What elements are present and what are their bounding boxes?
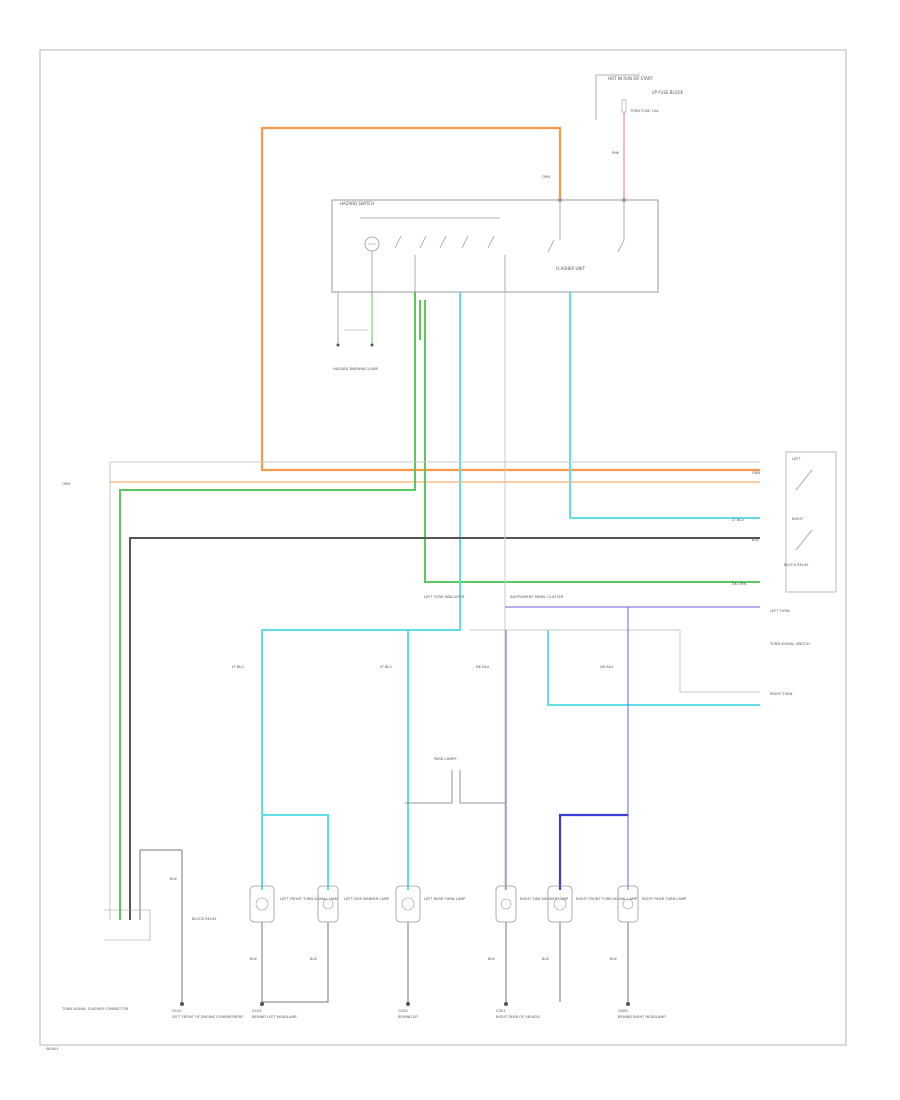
bulb-icon bbox=[553, 897, 567, 911]
blk-label-5: BLK bbox=[542, 957, 549, 961]
cyan-wires bbox=[261, 292, 760, 890]
instrument-cluster: LEFT TURN INDICATOR INSTRUMENT PANEL CLU… bbox=[424, 595, 810, 696]
ground-points bbox=[180, 1002, 630, 1006]
orange-wire-label: ORN bbox=[542, 175, 550, 179]
ground-2-desc: BEHIND LEFT HEADLAMP bbox=[252, 1015, 298, 1019]
bulb-icon bbox=[622, 898, 634, 910]
turn-signal-switch-label: TURN SIGNAL SWITCH bbox=[769, 642, 810, 646]
diagram-frame bbox=[39, 49, 847, 1046]
green-wire-label: DK GRN bbox=[732, 582, 747, 586]
dark-wire bbox=[129, 537, 760, 920]
blk-label-4: BLK bbox=[488, 957, 495, 961]
fuse-name-label: TURN FUSE 10A bbox=[629, 109, 659, 113]
cluster-top-label: INSTRUMENT PANEL CLUSTER bbox=[510, 595, 564, 599]
fuse-icon bbox=[621, 99, 627, 113]
orange-side-label: ORN bbox=[752, 471, 760, 475]
fuse-block: HOT IN RUN OR START I/P FUSE BLOCK TURN … bbox=[595, 74, 684, 200]
lamp-left-side: LEFT SIDE MARKER LAMP bbox=[317, 885, 390, 923]
footer-code: W0001 bbox=[46, 1047, 59, 1051]
fuse-block-label: I/P FUSE BLOCK bbox=[652, 90, 684, 95]
park-lamp-label: PARK LAMPS bbox=[434, 757, 457, 761]
ground-5-label: G400 bbox=[618, 1009, 628, 1013]
drop-label-3: DK BLU bbox=[476, 665, 490, 669]
dark-wire-label: BLK bbox=[752, 538, 759, 542]
turn-signal-switch: LEFT RIGHT BLOCK RELAY bbox=[784, 451, 837, 593]
ground-1-desc: LEFT FRONT OF ENGINE COMPARTMENT bbox=[172, 1015, 244, 1019]
bottom-left-label: TURN SIGNAL FLASHER CONNECTOR bbox=[61, 1007, 129, 1011]
ground-4-desc: RIGHT REAR OF VEHICLE bbox=[496, 1015, 541, 1019]
cluster-left-label: LEFT TURN INDICATOR bbox=[424, 595, 465, 599]
blk-label-1: BLK bbox=[170, 877, 177, 881]
blk-label-3: BLK bbox=[310, 957, 317, 961]
drop-label-4: DK BLU bbox=[600, 665, 614, 669]
bulb-icon bbox=[401, 897, 415, 911]
turn-switch-right-label: RIGHT bbox=[792, 517, 804, 521]
ground-1-label: G101 bbox=[172, 1009, 182, 1013]
lamp-right-rear: RIGHT REAR TURN LAMP bbox=[617, 885, 687, 923]
lamp-right-front: RIGHT FRONT TURN SIGNAL LAMP bbox=[547, 885, 638, 923]
lamp-right-side: RIGHT SIDE MARKER LAMP bbox=[495, 885, 569, 923]
left-connector-label: ORN bbox=[62, 482, 70, 486]
bulb-icon bbox=[255, 897, 269, 911]
lamp-row: LEFT FRONT TURN SIGNAL LAMP LEFT SIDE MA… bbox=[249, 885, 687, 923]
park-lamp-switch: PARK LAMPS bbox=[405, 757, 505, 804]
hot-run-fuse-label: HOT IN RUN OR START bbox=[608, 76, 653, 81]
lamp-left-front: LEFT FRONT TURN SIGNAL LAMP bbox=[249, 885, 339, 923]
ground-3-desc: BEHIND I/P bbox=[398, 1015, 418, 1019]
lamp-left-rear: LEFT REAR TURN LAMP bbox=[395, 885, 466, 923]
orange-wire-loop: ORN ORN bbox=[62, 126, 760, 486]
lamp-4-label: RIGHT SIDE MARKER LAMP bbox=[520, 897, 569, 901]
drop-label-1: LT BLU bbox=[232, 665, 244, 669]
blue-wires bbox=[505, 606, 760, 890]
turn-switch-left-label: LEFT bbox=[792, 457, 801, 461]
lamp-2-label: LEFT SIDE MARKER LAMP bbox=[344, 897, 390, 901]
hazard-switch-module: HAZARD SWITCH FLASHER UNIT bbox=[331, 198, 659, 293]
hazard-lamp-connector: HAZARD WARNING LAMP bbox=[333, 292, 379, 371]
dark-blue-wire bbox=[558, 813, 628, 890]
blk-label-6: BLK bbox=[610, 957, 617, 961]
bulb-icon bbox=[500, 898, 512, 910]
ground-lines bbox=[139, 849, 629, 1003]
module-subtitle: FLASHER UNIT bbox=[556, 266, 586, 271]
blk-label-2: BLK bbox=[250, 957, 257, 961]
hazard-lamp-label: HAZARD WARNING LAMP bbox=[333, 367, 379, 371]
ground-2-label: G102 bbox=[252, 1009, 262, 1013]
module-title: HAZARD SWITCH bbox=[340, 201, 374, 206]
left-turn-indicator-label: LEFT TURN bbox=[770, 609, 790, 613]
lamp-6-label: RIGHT REAR TURN LAMP bbox=[642, 897, 687, 901]
right-turn-indicator-label: RIGHT TURN bbox=[770, 692, 793, 696]
flasher-connector: BLOCK RELAY TURN SIGNAL FLASHER CONNECTO… bbox=[61, 909, 217, 1011]
flasher-relay-label: BLOCK RELAY bbox=[192, 917, 217, 921]
ground-3-label: G200 bbox=[398, 1009, 408, 1013]
drop-label-2: LT BLU bbox=[380, 665, 392, 669]
ground-5-desc: BEHIND RIGHT HEADLAMP bbox=[618, 1015, 666, 1019]
bulb-icon bbox=[322, 898, 334, 910]
cyan-wire-label: LT BLU bbox=[732, 518, 744, 522]
pink-wire-label: PNK bbox=[612, 151, 620, 155]
turn-relay-label: BLOCK RELAY bbox=[784, 563, 809, 567]
green-wires bbox=[119, 292, 760, 920]
ground-4-label: G301 bbox=[496, 1009, 506, 1013]
gray-wires bbox=[109, 292, 760, 920]
lamp-1-label: LEFT FRONT TURN SIGNAL LAMP bbox=[280, 897, 339, 901]
switch-contacts bbox=[360, 200, 625, 292]
lamp-5-label: RIGHT FRONT TURN SIGNAL LAMP bbox=[576, 897, 638, 901]
lamp-3-label: LEFT REAR TURN LAMP bbox=[424, 897, 466, 901]
